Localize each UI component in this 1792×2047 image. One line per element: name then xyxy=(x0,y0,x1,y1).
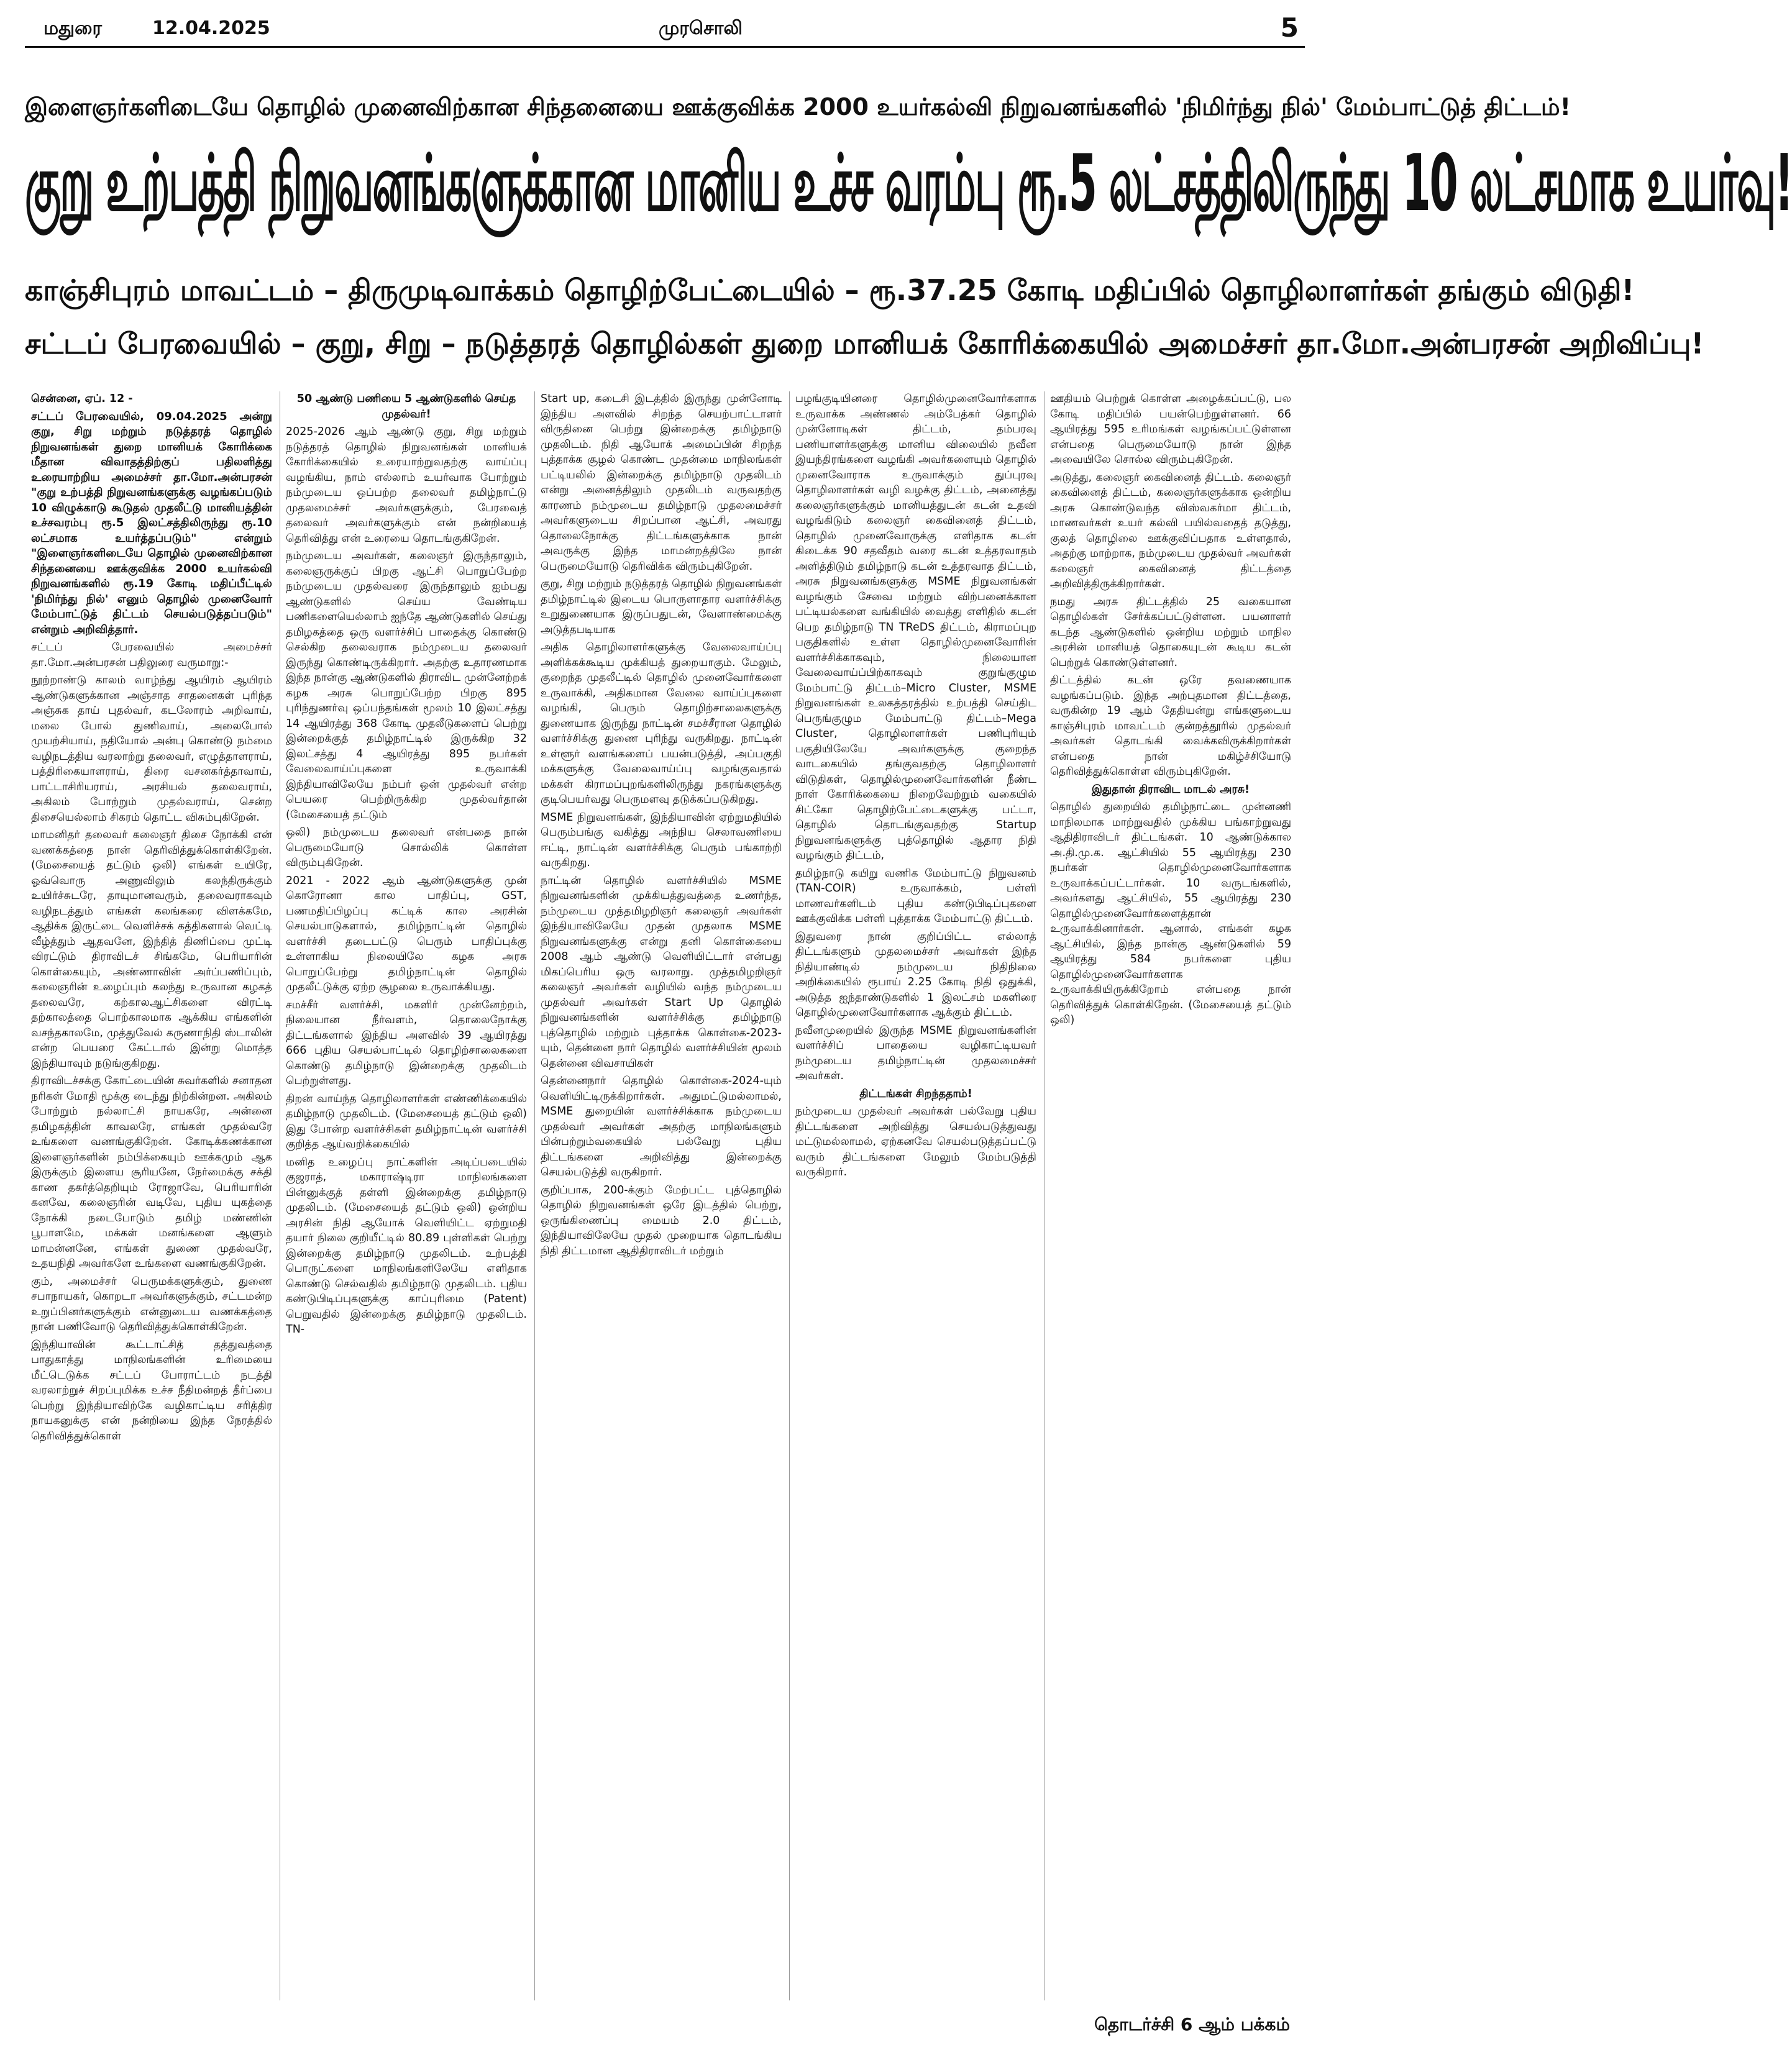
paragraph: மனித உழைப்பு நாட்களின் அடிப்படையில் குஜர… xyxy=(286,1156,527,1336)
paragraph: தொழில் துறையில் தமிழ்நாட்டை முன்னணி மாநி… xyxy=(1050,801,1291,1026)
paragraph: அதிக தொழிலாளர்களுக்கு வேலைவாய்ப்பு அளிக்… xyxy=(541,641,782,806)
paragraph: ஊதியம் பெற்றுக் கொள்ள அழைக்கப்பட்டு, பல … xyxy=(1050,393,1291,466)
paragraph: மாமனிதர் தலைவர் கலைஞர் திசை நோக்கி என் வ… xyxy=(31,829,272,1070)
column-2: 50 ஆண்டு பணியை 5 ஆண்டுகளில் செய்த முதல்வ… xyxy=(286,391,527,2000)
paragraph: 2021 - 2022 ஆம் ஆண்டுகளுக்கு முன் கொரோனா… xyxy=(286,874,527,994)
paragraph: பழங்குடியினரை தொழில்முனைவோர்களாக உருவாக்… xyxy=(795,393,1036,862)
dateline: சென்னை, ஏப். 12 - xyxy=(31,393,133,405)
paragraph: 2025-2026 ஆம் ஆண்டு குறு, சிறு மற்றும் ந… xyxy=(286,426,527,545)
paragraph: சட்டப் பேரவையில் அமைச்சர் தா.மோ.அன்பரசன்… xyxy=(31,641,272,669)
paragraph: குறிப்பாக, 200-க்கும் மேற்பட்ட புத்தொழில… xyxy=(541,1183,782,1257)
paragraph: இந்தியாவின் கூட்டாட்சித் தத்துவத்தை பாது… xyxy=(31,1338,272,1443)
paragraph: Start up, கடைசி இடத்தில் இருந்து முன்னோட… xyxy=(541,393,782,573)
paragraph: ஒலி) நம்முடைய தலைவர் என்பதை நான் பெருமைய… xyxy=(286,826,527,869)
edition-date: 12.04.2025 xyxy=(152,17,270,39)
main-headline: குறு உற்பத்தி நிறுவனங்களுக்கான மானிய உச்… xyxy=(25,138,1792,229)
section-subhead: 50 ஆண்டு பணியை 5 ஆண்டுகளில் செய்த முதல்வ… xyxy=(296,393,516,421)
column-4: பழங்குடியினரை தொழில்முனைவோர்களாக உருவாக்… xyxy=(795,391,1036,2000)
paragraph: தமிழ்நாடு கயிறு வணிக மேம்பாட்டு நிறுவனம்… xyxy=(795,867,1036,926)
paragraph: கும், அமைச்சர் பெருமக்களுக்கும், துணை சப… xyxy=(31,1275,272,1334)
column-3: Start up, கடைசி இடத்தில் இருந்து முன்னோட… xyxy=(541,391,782,2000)
paragraph: திராவிடச்சக்கு கோட்டையின் சுவர்களில் சனா… xyxy=(31,1075,272,1270)
continued-note: தொடர்ச்சி 6 ஆம் பக்கம் xyxy=(1094,2014,1290,2035)
lead-paragraph: சட்டப் பேரவையில், 09.04.2025 அன்று குறு,… xyxy=(31,409,272,636)
paragraph: குறு, சிறு மற்றும் நடுத்தரத் தொழில் நிறு… xyxy=(541,578,782,636)
kicker-headline: இளைஞர்களிடையே தொழில் முனைவிற்கான சிந்தனை… xyxy=(25,93,1571,121)
paragraph: இதுவரை நான் குறிப்பிட்ட எல்லாத் திட்டங்க… xyxy=(795,930,1036,1019)
column-5: ஊதியம் பெற்றுக் கொள்ள அழைக்கப்பட்டு, பல … xyxy=(1050,391,1291,2000)
masthead: மதுரை 12.04.2025 முரசொலி 5 xyxy=(25,9,1305,48)
paragraph: நம்முடைய முதல்வர் அவர்கள் பல்வேறு புதிய … xyxy=(795,1105,1036,1179)
paragraph: நாட்டின் தொழில் வளர்ச்சியில் MSME நிறுவன… xyxy=(541,874,782,1070)
paragraph: நவீனமுறையில் இருந்த MSME நிறுவனங்களின் வ… xyxy=(795,1024,1036,1083)
sub-headline-1: காஞ்சிபுரம் மாவட்டம் – திருமுடிவாக்கம் த… xyxy=(25,273,1635,307)
section-subhead: இதுதான் திராவிட மாடல் அரசு! xyxy=(1092,783,1250,796)
column-rule xyxy=(534,391,535,2000)
sub-headline-2: சட்டப் பேரவையில் – குறு, சிறு – நடுத்தரத… xyxy=(25,327,1704,360)
newspaper-name: முரசொலி xyxy=(659,17,743,39)
paragraph: நூற்றாண்டு காலம் வாழ்ந்து ஆயிரம் ஆயிரம் … xyxy=(31,674,272,824)
article-body: சென்னை, ஏப். 12 - சட்டப் பேரவையில், 09.0… xyxy=(25,391,1302,2007)
paragraph: நம்முடைய அவர்கள், கலைஞர் இருந்தாலும், கல… xyxy=(286,550,527,821)
column-1: சென்னை, ஏப். 12 - சட்டப் பேரவையில், 09.0… xyxy=(31,391,272,2000)
page-number: 5 xyxy=(1280,12,1299,43)
paragraph: சமச்சீர் வளர்ச்சி, மகளிர் முன்னேற்றம், ந… xyxy=(286,998,527,1088)
paragraph: தென்னைநார் தொழில் கொள்கை-2024-யும் வெளிய… xyxy=(541,1075,782,1179)
paragraph: அடுத்து, கலைஞர் கைவினைத் திட்டம். கலைஞர்… xyxy=(1050,471,1291,591)
section-subhead: திட்டங்கள் சிறந்ததாம்! xyxy=(859,1087,972,1100)
column-rule xyxy=(789,391,790,2000)
paragraph: திறன் வாய்ந்த தொழிலாளர்கள் எண்ணிக்கையில்… xyxy=(286,1092,527,1151)
edition-city: மதுரை xyxy=(43,17,103,39)
column-rule xyxy=(1044,391,1045,2000)
paragraph: திட்டத்தில் கடன் ஒரே தவணையாக வழங்கப்படும… xyxy=(1050,674,1291,778)
paragraph: நமது அரசு திட்டத்தில் 25 வகையான தொழில்கள… xyxy=(1050,595,1291,669)
paragraph: MSME நிறுவனங்கள், இந்தியாவின் ஏற்றுமதியி… xyxy=(541,811,782,870)
